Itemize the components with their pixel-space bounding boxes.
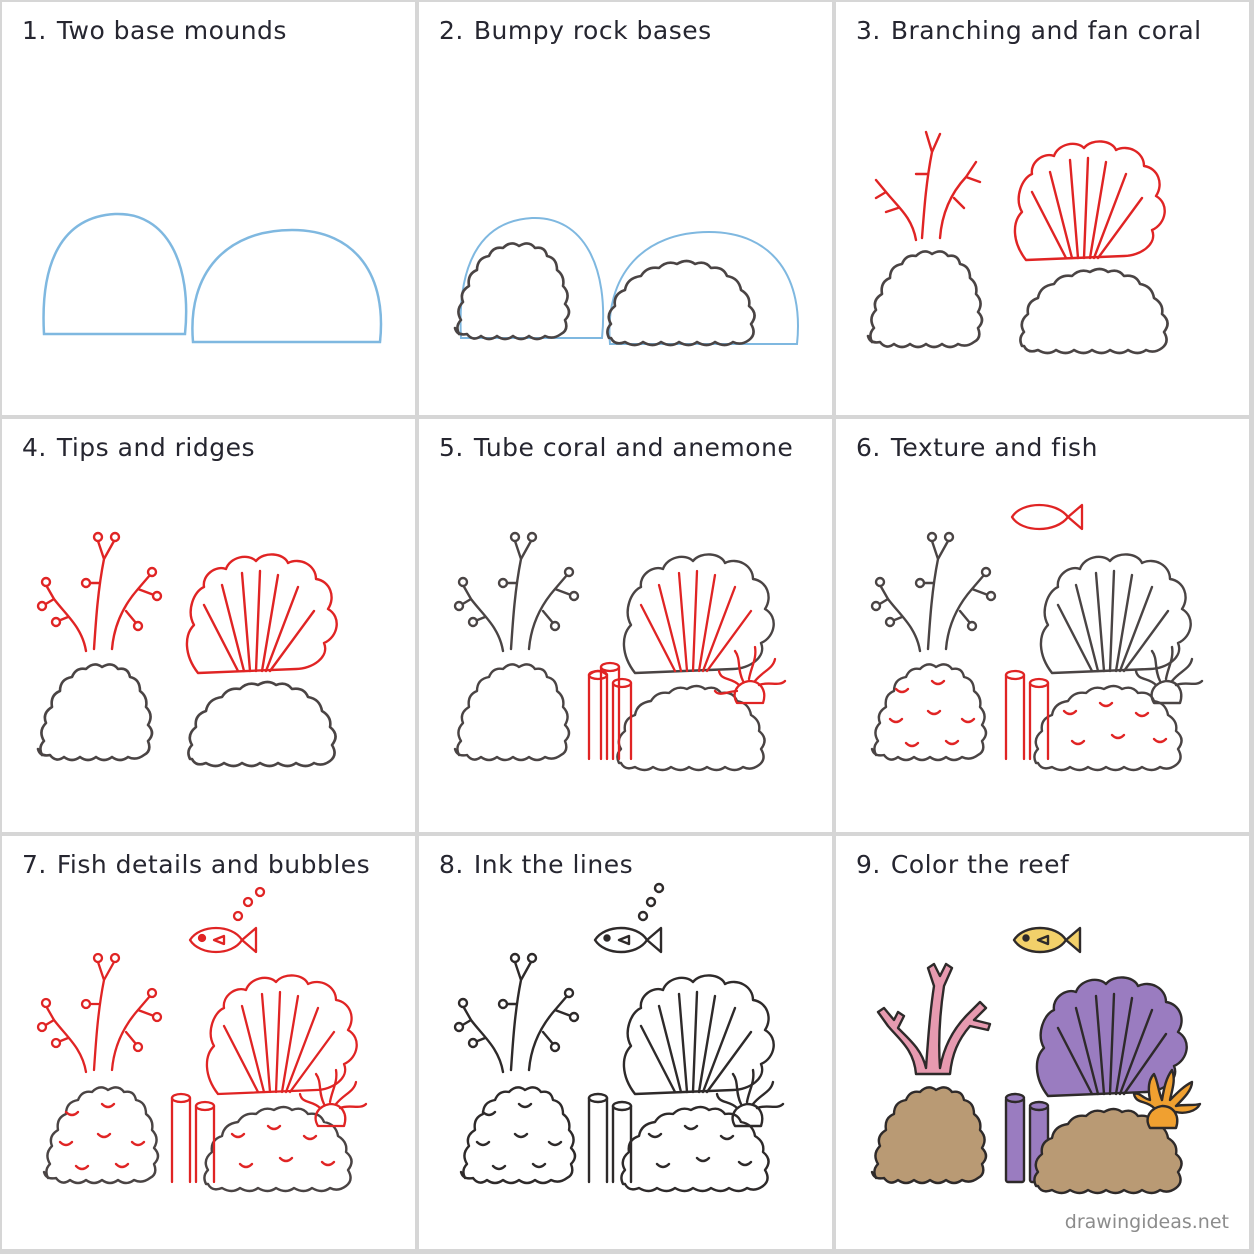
fan-coral-icon bbox=[185, 553, 338, 675]
step-4-drawing bbox=[36, 531, 338, 768]
step-panel-6: 6. Texture and fish bbox=[836, 419, 1249, 832]
step-number: 3. bbox=[856, 16, 881, 45]
rock-mound-icon bbox=[1019, 267, 1169, 355]
step-label: Tube coral and anemone bbox=[473, 433, 794, 462]
bubble-icon bbox=[232, 886, 266, 922]
step-7-drawing bbox=[36, 886, 368, 1193]
step-title: 9. Color the reef bbox=[856, 850, 1069, 879]
step-label: Fish details and bubbles bbox=[56, 850, 371, 879]
step-title: 1. Two base mounds bbox=[22, 16, 287, 45]
anemone-icon bbox=[713, 645, 787, 705]
fish-icon bbox=[1012, 926, 1082, 954]
rock-texture bbox=[888, 679, 1168, 748]
step-title: 4. Tips and ridges bbox=[22, 433, 255, 462]
rock-mound-icon bbox=[1033, 684, 1183, 772]
branching-coral-icon bbox=[876, 539, 990, 653]
fan-coral-icon bbox=[1013, 140, 1166, 262]
fan-coral-icon bbox=[1039, 553, 1192, 675]
step-3-drawing bbox=[866, 130, 1169, 355]
rock-mound-icon bbox=[620, 1105, 770, 1193]
branching-coral-icon bbox=[459, 960, 573, 1074]
step-panel-7: 7. Fish details and bubbles bbox=[2, 836, 415, 1249]
step-title: 7. Fish details and bubbles bbox=[22, 850, 370, 879]
step-number: 5. bbox=[439, 433, 464, 462]
step-panel-8: 8. Ink the lines bbox=[419, 836, 832, 1249]
step-label: Two base mounds bbox=[56, 16, 287, 45]
step-panel-9: 9. Color the reef bbox=[836, 836, 1249, 1249]
step-number: 1. bbox=[22, 16, 47, 45]
rock-mound-icon bbox=[453, 242, 571, 341]
anemone-icon bbox=[298, 1068, 368, 1128]
rock-mound-icon bbox=[606, 259, 756, 347]
rock-mound-icon bbox=[870, 663, 988, 762]
step-1-drawing bbox=[42, 212, 383, 344]
fan-coral-icon bbox=[205, 974, 358, 1096]
branching-coral-icon bbox=[876, 962, 992, 1076]
fish-icon bbox=[188, 926, 258, 954]
tube-coral-icon bbox=[170, 1092, 216, 1184]
rock-texture bbox=[58, 1102, 336, 1171]
step-title: 3. Branching and fan coral bbox=[856, 16, 1202, 45]
branching-coral-icon bbox=[42, 960, 156, 1074]
fan-coral-icon bbox=[622, 974, 775, 1096]
step-title: 5. Tube coral and anemone bbox=[439, 433, 793, 462]
step-label: Ink the lines bbox=[473, 850, 634, 879]
rock-mound-icon bbox=[1033, 1107, 1183, 1195]
rock-mound-icon bbox=[453, 663, 571, 762]
branching-coral-icon bbox=[459, 539, 573, 653]
tube-coral-icon bbox=[587, 1092, 633, 1184]
step-6-drawing bbox=[870, 503, 1204, 772]
step-number: 4. bbox=[22, 433, 47, 462]
step-label: Branching and fan coral bbox=[890, 16, 1202, 45]
step-label: Texture and fish bbox=[890, 433, 1098, 462]
step-label: Color the reef bbox=[890, 850, 1070, 879]
rock-mound-icon bbox=[36, 663, 154, 762]
step-number: 9. bbox=[856, 850, 881, 879]
rock-mound-icon bbox=[459, 1086, 577, 1185]
rock-texture bbox=[475, 1102, 753, 1171]
step-9-drawing bbox=[870, 926, 1202, 1195]
step-panel-3: 3. Branching and fan coral bbox=[836, 2, 1249, 415]
step-title: 6. Texture and fish bbox=[856, 433, 1098, 462]
rock-mound-icon bbox=[203, 1105, 353, 1193]
branching-coral-icon bbox=[42, 539, 156, 653]
step-2-drawing bbox=[453, 216, 799, 347]
step-number: 7. bbox=[22, 850, 47, 879]
step-panel-5: 5. Tube coral and anemone bbox=[419, 419, 832, 832]
step-number: 8. bbox=[439, 850, 464, 879]
rock-mound-icon bbox=[616, 684, 766, 772]
tube-coral-icon bbox=[1004, 669, 1050, 761]
anemone-icon bbox=[1132, 1068, 1202, 1130]
rock-mound-icon bbox=[187, 680, 337, 768]
tube-coral-icon bbox=[587, 661, 633, 761]
step-title: 8. Ink the lines bbox=[439, 850, 633, 879]
step-8-drawing bbox=[453, 882, 785, 1193]
fish-icon bbox=[1010, 503, 1084, 531]
rock-mound-icon bbox=[191, 228, 383, 344]
branching-coral-icon bbox=[874, 130, 982, 242]
rock-mound-icon bbox=[866, 250, 984, 349]
rock-mound-icon bbox=[42, 212, 188, 336]
fish-icon bbox=[593, 926, 663, 954]
step-panel-4: 4. Tips and ridges bbox=[2, 419, 415, 832]
step-panel-2: 2. Bumpy rock bases bbox=[419, 2, 832, 415]
step-label: Bumpy rock bases bbox=[473, 16, 712, 45]
step-title: 2. Bumpy rock bases bbox=[439, 16, 712, 45]
rock-mound-icon bbox=[870, 1086, 988, 1185]
bubble-icon bbox=[637, 882, 665, 922]
step-number: 2. bbox=[439, 16, 464, 45]
rock-mound-icon bbox=[42, 1086, 160, 1185]
step-panel-1: 1. Two base mounds bbox=[2, 2, 415, 415]
step-5-drawing bbox=[453, 531, 787, 772]
fan-coral-icon bbox=[622, 553, 775, 675]
step-label: Tips and ridges bbox=[56, 433, 255, 462]
anemone-icon bbox=[1134, 645, 1204, 705]
step-number: 6. bbox=[856, 433, 881, 462]
watermark: drawingideas.net bbox=[1064, 1211, 1229, 1233]
anemone-icon bbox=[715, 1068, 785, 1128]
